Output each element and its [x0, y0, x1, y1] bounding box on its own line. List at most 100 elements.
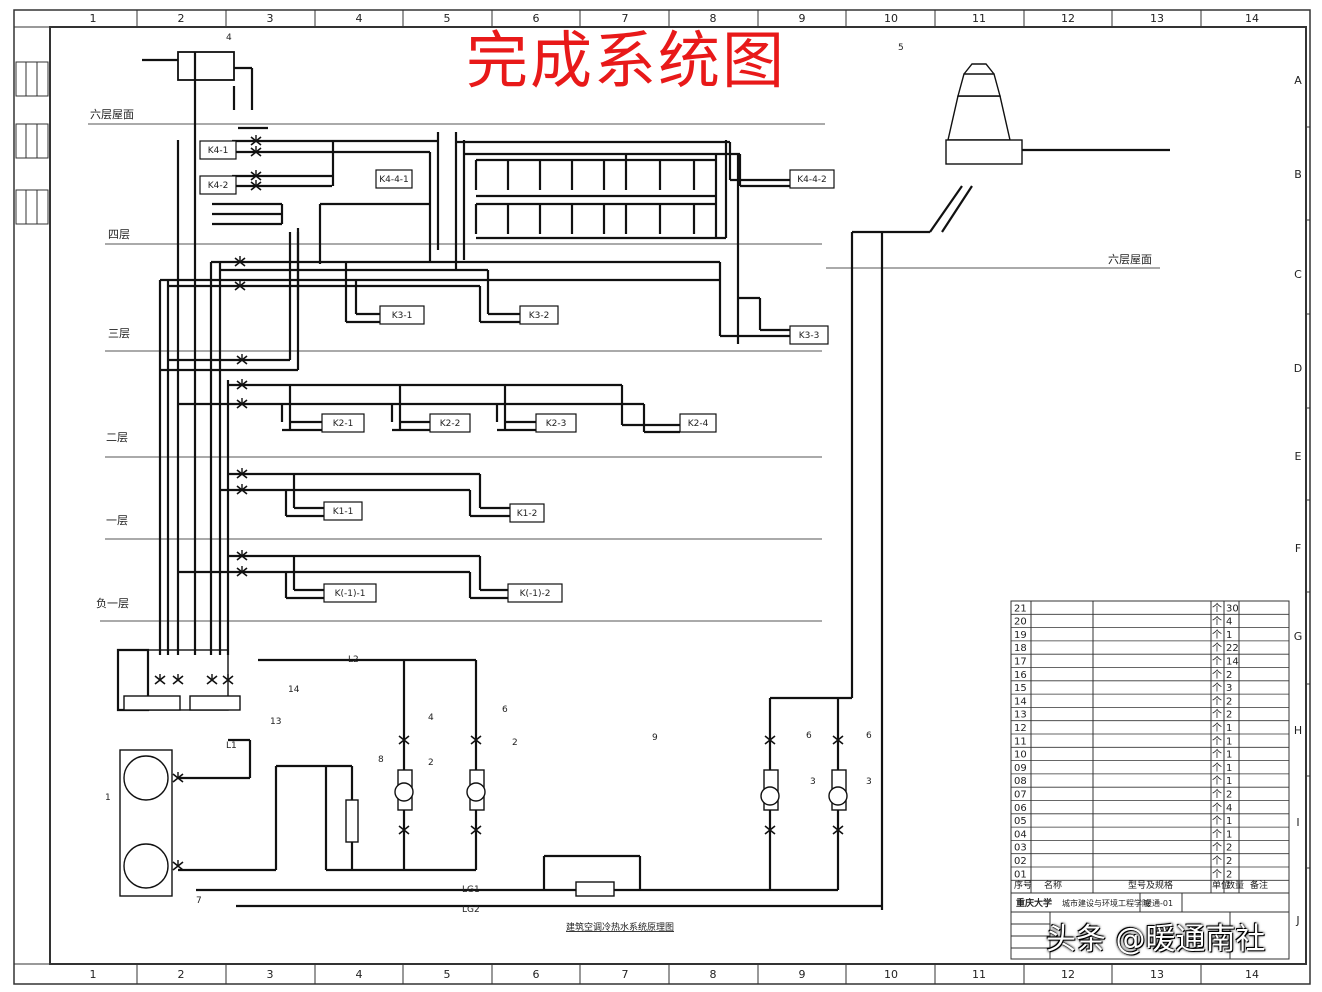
schedule-header-unit: 单位 — [1212, 879, 1230, 891]
callout-number: 7 — [196, 896, 202, 906]
schedule-cell-unit: 个 — [1212, 669, 1222, 681]
schedule-cell-unit: 个 — [1212, 629, 1222, 641]
schedule-cell-qty: 1 — [1226, 630, 1232, 641]
title-block-dept: 城市建设与环境工程学院 — [1062, 898, 1150, 908]
schedule-cell-unit: 个 — [1212, 656, 1222, 668]
schedule-cell-qty: 22 — [1226, 643, 1239, 654]
binding-strip — [15, 61, 49, 225]
unit-tag: K4-4-1 — [379, 175, 409, 185]
unit-tag: K1-1 — [333, 507, 354, 517]
watermark: 头条 @暖通南社 — [1046, 922, 1266, 957]
col-label: 8 — [710, 968, 717, 981]
schedule-cell-qty: 2 — [1226, 670, 1232, 681]
schedule-cell-no: 16 — [1014, 670, 1027, 681]
col-label: 11 — [972, 12, 986, 25]
callout-number: 13 — [270, 717, 281, 727]
callout-number: 2 — [428, 758, 434, 768]
schedule-cell-no: 01 — [1014, 869, 1027, 880]
col-label: 7 — [622, 12, 629, 25]
schedule-cell-no: 18 — [1014, 643, 1027, 654]
unit-tag: K4-2 — [208, 181, 229, 191]
schedule-cell-qty: 1 — [1226, 816, 1232, 827]
col-label: 3 — [267, 12, 274, 25]
schedule-cell-unit: 个 — [1212, 855, 1222, 867]
col-label: 8 — [710, 12, 717, 25]
schedule-cell-no: 11 — [1014, 736, 1027, 747]
col-label: 13 — [1150, 968, 1164, 981]
schedule-cell-unit: 个 — [1212, 749, 1222, 761]
grid-column-labels-top: 1 2 3 4 5 6 7 8 9 10 11 12 13 14 — [90, 12, 1260, 25]
callout-number: 6 — [502, 705, 508, 715]
schedule-header-no: 序号 — [1014, 879, 1032, 891]
pipe-label-l1: L1 — [226, 741, 237, 751]
schedule-header: 序号 名称 型号及规格 单位 数量 备注 — [1014, 879, 1268, 891]
callout-number: 6 — [866, 731, 872, 741]
schedule-cell-no: 21 — [1014, 603, 1027, 614]
col-label: 12 — [1061, 12, 1075, 25]
unit-tag: K3-1 — [392, 311, 413, 321]
callout-number: 8 — [378, 755, 384, 765]
schedule-cell-no: 04 — [1014, 829, 1027, 840]
schedule-cell-no: 13 — [1014, 710, 1027, 721]
col-label: 10 — [884, 12, 898, 25]
schedule-cell-unit: 个 — [1212, 789, 1222, 801]
schedule-cell-unit: 个 — [1212, 695, 1222, 707]
schedule-cell-qty: 1 — [1226, 723, 1232, 734]
schedule-cell-qty: 1 — [1226, 750, 1232, 761]
schedule-cell-unit: 个 — [1212, 722, 1222, 734]
row-label: J — [1295, 914, 1299, 927]
col-label: 13 — [1150, 12, 1164, 25]
col-label: 4 — [356, 12, 363, 25]
schedule-cell-no: 12 — [1014, 723, 1027, 734]
title-block-drawing-no: 暖通-01 — [1144, 898, 1173, 908]
schedule-cell-qty: 2 — [1226, 710, 1232, 721]
col-label: 2 — [178, 968, 185, 981]
row-label: E — [1295, 450, 1302, 463]
col-label: 14 — [1245, 968, 1259, 981]
col-label: 14 — [1245, 12, 1259, 25]
col-label: 12 — [1061, 968, 1075, 981]
callout-number: 1 — [105, 793, 111, 803]
schedule-cell-unit: 个 — [1212, 735, 1222, 747]
col-label: 6 — [533, 968, 540, 981]
callout-number: 2 — [512, 738, 518, 748]
floor-label-roof: 六层屋面 — [90, 108, 134, 121]
pipe-label-lg2: LG2 — [462, 905, 480, 915]
schedule-cell-unit: 个 — [1212, 868, 1222, 880]
schedule-cell-unit: 个 — [1212, 802, 1222, 814]
schedule-cell-unit: 个 — [1212, 709, 1222, 721]
floor-label-2f: 二层 — [106, 431, 128, 444]
col-label: 7 — [622, 968, 629, 981]
col-label: 5 — [444, 12, 451, 25]
callout-number: 14 — [288, 685, 300, 695]
terminal-units: K4-1 K4-2 K4-4-1 K4-4-2 K3-1 K3-2 K3-3 K… — [199, 140, 835, 603]
floor-label-4f: 四层 — [108, 228, 130, 241]
schedule-cell-qty: 14 — [1226, 657, 1239, 668]
schedule-cell-qty: 2 — [1226, 696, 1232, 707]
schedule-cell-unit: 个 — [1212, 775, 1222, 787]
schedule-cell-no: 15 — [1014, 683, 1027, 694]
unit-tag: K(-1)-1 — [335, 589, 366, 599]
schedule-cell-no: 08 — [1014, 776, 1027, 787]
callout-number: 5 — [898, 43, 904, 53]
col-label: 6 — [533, 12, 540, 25]
unit-tag: K1-2 — [517, 509, 538, 519]
title-block — [1010, 892, 1290, 960]
col-label: 9 — [799, 968, 806, 981]
schedule-cell-qty: 30 — [1226, 603, 1239, 614]
unit-tag: K4-1 — [208, 146, 229, 156]
schedule-header-qty: 数量 — [1226, 879, 1244, 891]
grid-row-labels: A B C D E F G H I J — [1294, 74, 1303, 927]
schedule-cell-unit: 个 — [1212, 762, 1222, 774]
schedule-cell-unit: 个 — [1212, 616, 1222, 628]
unit-tag: K2-3 — [546, 419, 567, 429]
schedule-cell-qty: 4 — [1226, 617, 1232, 628]
col-label: 1 — [90, 12, 97, 25]
unit-tag: K3-3 — [799, 331, 820, 341]
schedule-cell-qty: 2 — [1226, 843, 1232, 854]
equipment — [119, 63, 1023, 897]
schedule-header-note: 备注 — [1250, 879, 1268, 891]
schedule-cell-qty: 3 — [1226, 683, 1232, 694]
page-title: 完成系统图 — [466, 24, 787, 97]
